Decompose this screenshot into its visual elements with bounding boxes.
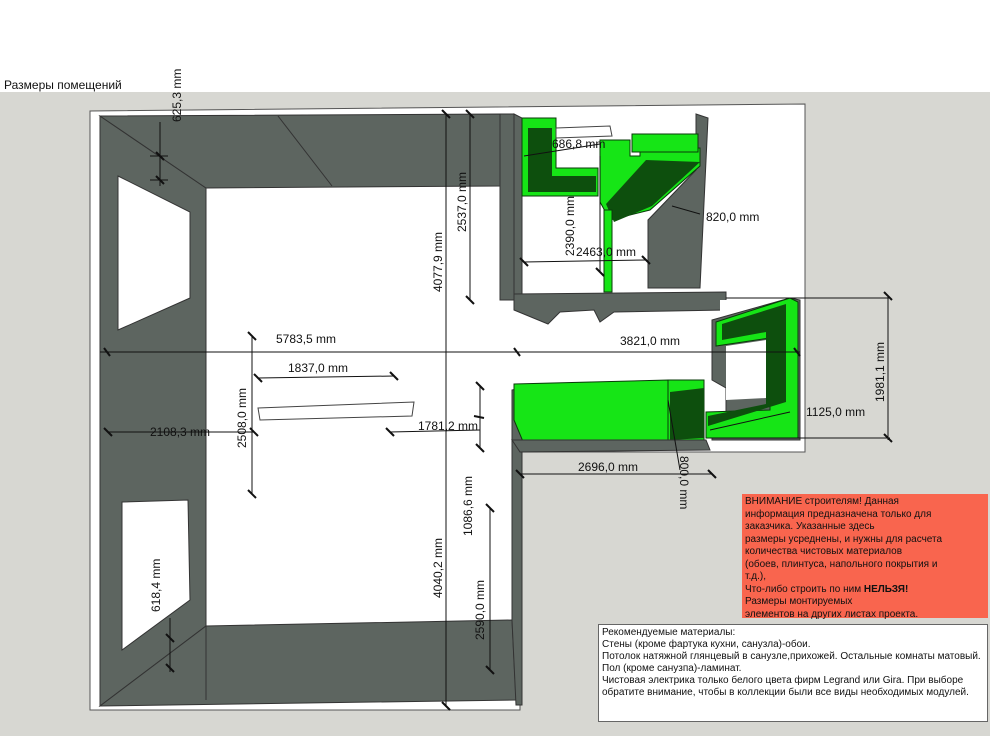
dim-4040: 4040,2 mm bbox=[431, 538, 445, 598]
dim-2463: 2463,0 mm bbox=[576, 245, 636, 259]
kitchen-shelf bbox=[555, 125, 613, 139]
bathroom-opening bbox=[726, 340, 766, 400]
dimension-lines bbox=[100, 114, 890, 706]
kitchen-tall-unit bbox=[631, 133, 699, 153]
dim-1981: 1981,1 mm bbox=[873, 342, 887, 402]
dim-1837: 1837,0 mm bbox=[288, 361, 348, 375]
kitchen-upright bbox=[603, 209, 613, 293]
dim-2537: 2537,0 mm bbox=[455, 172, 469, 232]
dim-1086: 1086,6 mm bbox=[461, 476, 475, 536]
hallway-cabinet-shadow bbox=[670, 388, 704, 440]
plan-title: Размеры помещений bbox=[4, 78, 122, 92]
window-top bbox=[117, 175, 191, 331]
hallway-bench bbox=[513, 379, 669, 445]
furniture-slab bbox=[257, 401, 415, 421]
dim-1781: 1781,2 mm bbox=[418, 419, 478, 433]
dim-5783: 5783,5 mm bbox=[276, 332, 336, 346]
materials-line: Стены (кроме фартука кухни, санузла)-обо… bbox=[602, 639, 811, 650]
hallway-floor-strip bbox=[511, 439, 711, 453]
recommended-materials-note: Рекомендуемые материалы: Стены (кроме фа… bbox=[598, 624, 988, 722]
dim-686: 686,8 mm bbox=[552, 137, 605, 151]
materials-line: Чистовая электрика только белого цвета ф… bbox=[602, 675, 969, 698]
warning-line: заказчика. Указанные здесь bbox=[745, 521, 875, 532]
dim-800: 800,0 mm bbox=[677, 456, 691, 509]
dim-2390: 2390,0 mm bbox=[563, 196, 577, 256]
warning-line: размеры усреднены, и нужны для расчета bbox=[745, 533, 943, 545]
warning-line: количества чистовых материалов bbox=[745, 546, 903, 557]
dim-625: 625,3 mm bbox=[170, 69, 184, 122]
materials-line: Потолок натяжной глянцевый в санузле,при… bbox=[602, 651, 981, 662]
warning-line: (обоев, плинтуса, напольного покрытия и bbox=[745, 558, 938, 570]
warning-line: информация предназначена только для bbox=[745, 508, 932, 520]
warning-text: Что-либо строить по ним bbox=[745, 583, 864, 595]
dim-2508: 2508,0 mm bbox=[235, 388, 249, 448]
right-wall-upper bbox=[499, 113, 515, 301]
warning-emphasis: НЕЛЬЗЯ! bbox=[863, 583, 909, 595]
warning-line: Размеры монтируемых bbox=[745, 596, 853, 607]
kitchen-cabinet-left-shadow bbox=[528, 128, 596, 192]
dim-2590: 2590,0 mm bbox=[473, 580, 487, 640]
dim-618: 618,4 mm bbox=[149, 559, 163, 612]
warning-line: т.д.), bbox=[745, 571, 766, 582]
warning-line: ВНИМАНИЕ строителям! Данная bbox=[745, 496, 899, 507]
dim-4077: 4077,9 mm bbox=[431, 232, 445, 292]
dim-3821: 3821,0 mm bbox=[620, 334, 680, 348]
hallway-floor bbox=[512, 300, 726, 390]
materials-line: Рекомендуемые материалы: bbox=[602, 627, 736, 638]
warning-line: элементов на других листах проекта. bbox=[745, 608, 919, 620]
kitchen-cabinet-right-shadow bbox=[606, 160, 700, 222]
bathroom-green-shadow bbox=[708, 304, 786, 426]
dim-1125: 1125,0 mm bbox=[806, 405, 865, 419]
wall-seam bbox=[277, 115, 333, 187]
builders-warning-note: ВНИМАНИЕ строителям! Данная информация п… bbox=[742, 494, 988, 620]
warning-line: Что-либо строить по ним НЕЛЬЗЯ! bbox=[745, 584, 985, 597]
dimension-ticks bbox=[103, 109, 893, 711]
dim-2696: 2696,0 mm bbox=[578, 460, 638, 474]
window-bottom bbox=[121, 499, 191, 651]
dim-820: 820,0 mm bbox=[706, 210, 759, 224]
dim-2108: 2108,3 mm bbox=[150, 425, 210, 439]
materials-line: Пол (кроме санузпа)-ламинат. bbox=[602, 663, 742, 674]
kitchen-back-wall bbox=[513, 113, 523, 301]
